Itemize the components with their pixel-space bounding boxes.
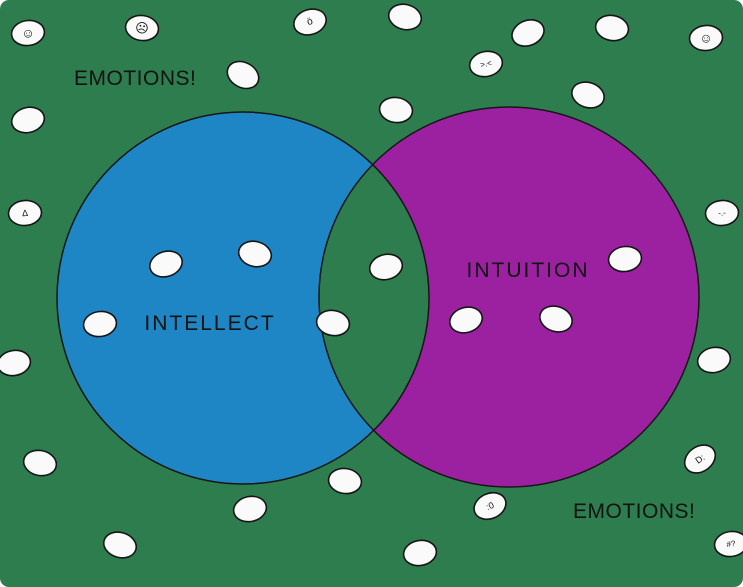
emotion-face-oval [704,199,740,227]
emotion-face [82,310,118,338]
emotion-face: -.- [704,199,740,227]
emotion-face [315,309,351,337]
emotion-face [232,495,268,523]
emotion-face-expression: #? [726,539,737,549]
emotion-face-oval [539,305,573,333]
emotion-face-expression: ☺ [699,30,714,46]
emotion-face-oval [10,106,46,134]
emotion-face-expression: ☺ [20,25,35,42]
emotion-face-expression: -.- [718,208,726,218]
emotion-face [594,14,630,42]
emotion-face [607,245,643,273]
emotion-face-oval [511,19,545,47]
emotion-face: ö [293,8,327,36]
emotion-face [696,346,732,374]
emotion-face: D: [683,444,717,474]
emotion-face-oval [82,310,118,338]
intellect-circle-outline [56,111,430,485]
emotion-face: :0 [473,491,507,521]
emotion-face-oval [7,199,43,227]
emotion-face-expression: ö [306,16,315,28]
emotion-face [10,106,46,134]
intuition-circle-outline [318,106,700,488]
emotion-face: ☹ [124,14,160,42]
emotion-face [327,467,363,495]
emotion-face [511,19,545,47]
emotion-face [539,305,573,333]
emotion-face-oval [473,491,507,521]
emotion-face [378,96,414,124]
intellect-label: INTELLECT [144,312,275,335]
emotion-face-oval [368,253,404,281]
emotion-face-oval [10,19,46,47]
emotion-face: ☺ [10,19,46,47]
intuition-circle [319,107,699,487]
intuition-label: INTUITION [467,259,590,282]
emotion-face-oval [315,309,351,337]
emotion-face-oval [688,24,724,52]
emotion-face-oval [387,3,423,31]
emotion-face: #? [713,530,743,558]
emotion-face-oval [607,245,643,273]
emotion-face-oval [102,531,138,559]
emotion-face-oval [0,349,32,377]
emotions-caption-top-left: EMOTIONS! [74,67,196,90]
emotion-face: >.< [468,50,504,78]
emotion-face [226,60,260,90]
emotion-face [368,253,404,281]
emotion-face [102,531,138,559]
emotion-face-oval [22,449,58,477]
emotion-face [387,3,423,31]
emotion-face-oval [402,539,438,567]
emotion-face-oval [571,81,605,109]
emotion-faces-layer: ☺ ☹ ö ☺ >.< Δ -.- D: #? :0 [0,3,743,567]
emotion-face-expression: ☹ [134,20,150,37]
emotion-face [402,539,438,567]
emotion-face-expression: :0 [485,500,496,512]
emotion-face-oval [683,444,717,474]
emotion-face-expression: Δ [22,208,29,218]
emotion-face-oval [696,346,732,374]
emotion-face-oval [713,530,743,558]
emotion-face-oval [226,60,260,90]
emotion-face [0,349,32,377]
emotion-face: ☺ [688,24,724,52]
emotion-face-oval [237,240,273,268]
emotion-face-oval [232,495,268,523]
emotion-face [22,449,58,477]
emotion-face-oval [149,250,183,278]
emotion-face-oval [468,50,504,78]
emotion-face-expression: >.< [479,58,493,69]
intellect-circle [57,112,429,484]
emotions-caption-bottom-right: EMOTIONS! [573,500,695,523]
emotion-face [149,250,183,278]
emotion-face-oval [327,467,363,495]
emotion-face: Δ [7,199,43,227]
emotion-face-oval [594,14,630,42]
emotion-face-oval [378,96,414,124]
emotion-face-oval [293,8,327,36]
emotion-face-oval [124,14,160,42]
emotion-face [448,306,484,334]
emotion-face [571,81,605,109]
emotion-face [237,240,273,268]
emotion-face-oval [448,306,484,334]
